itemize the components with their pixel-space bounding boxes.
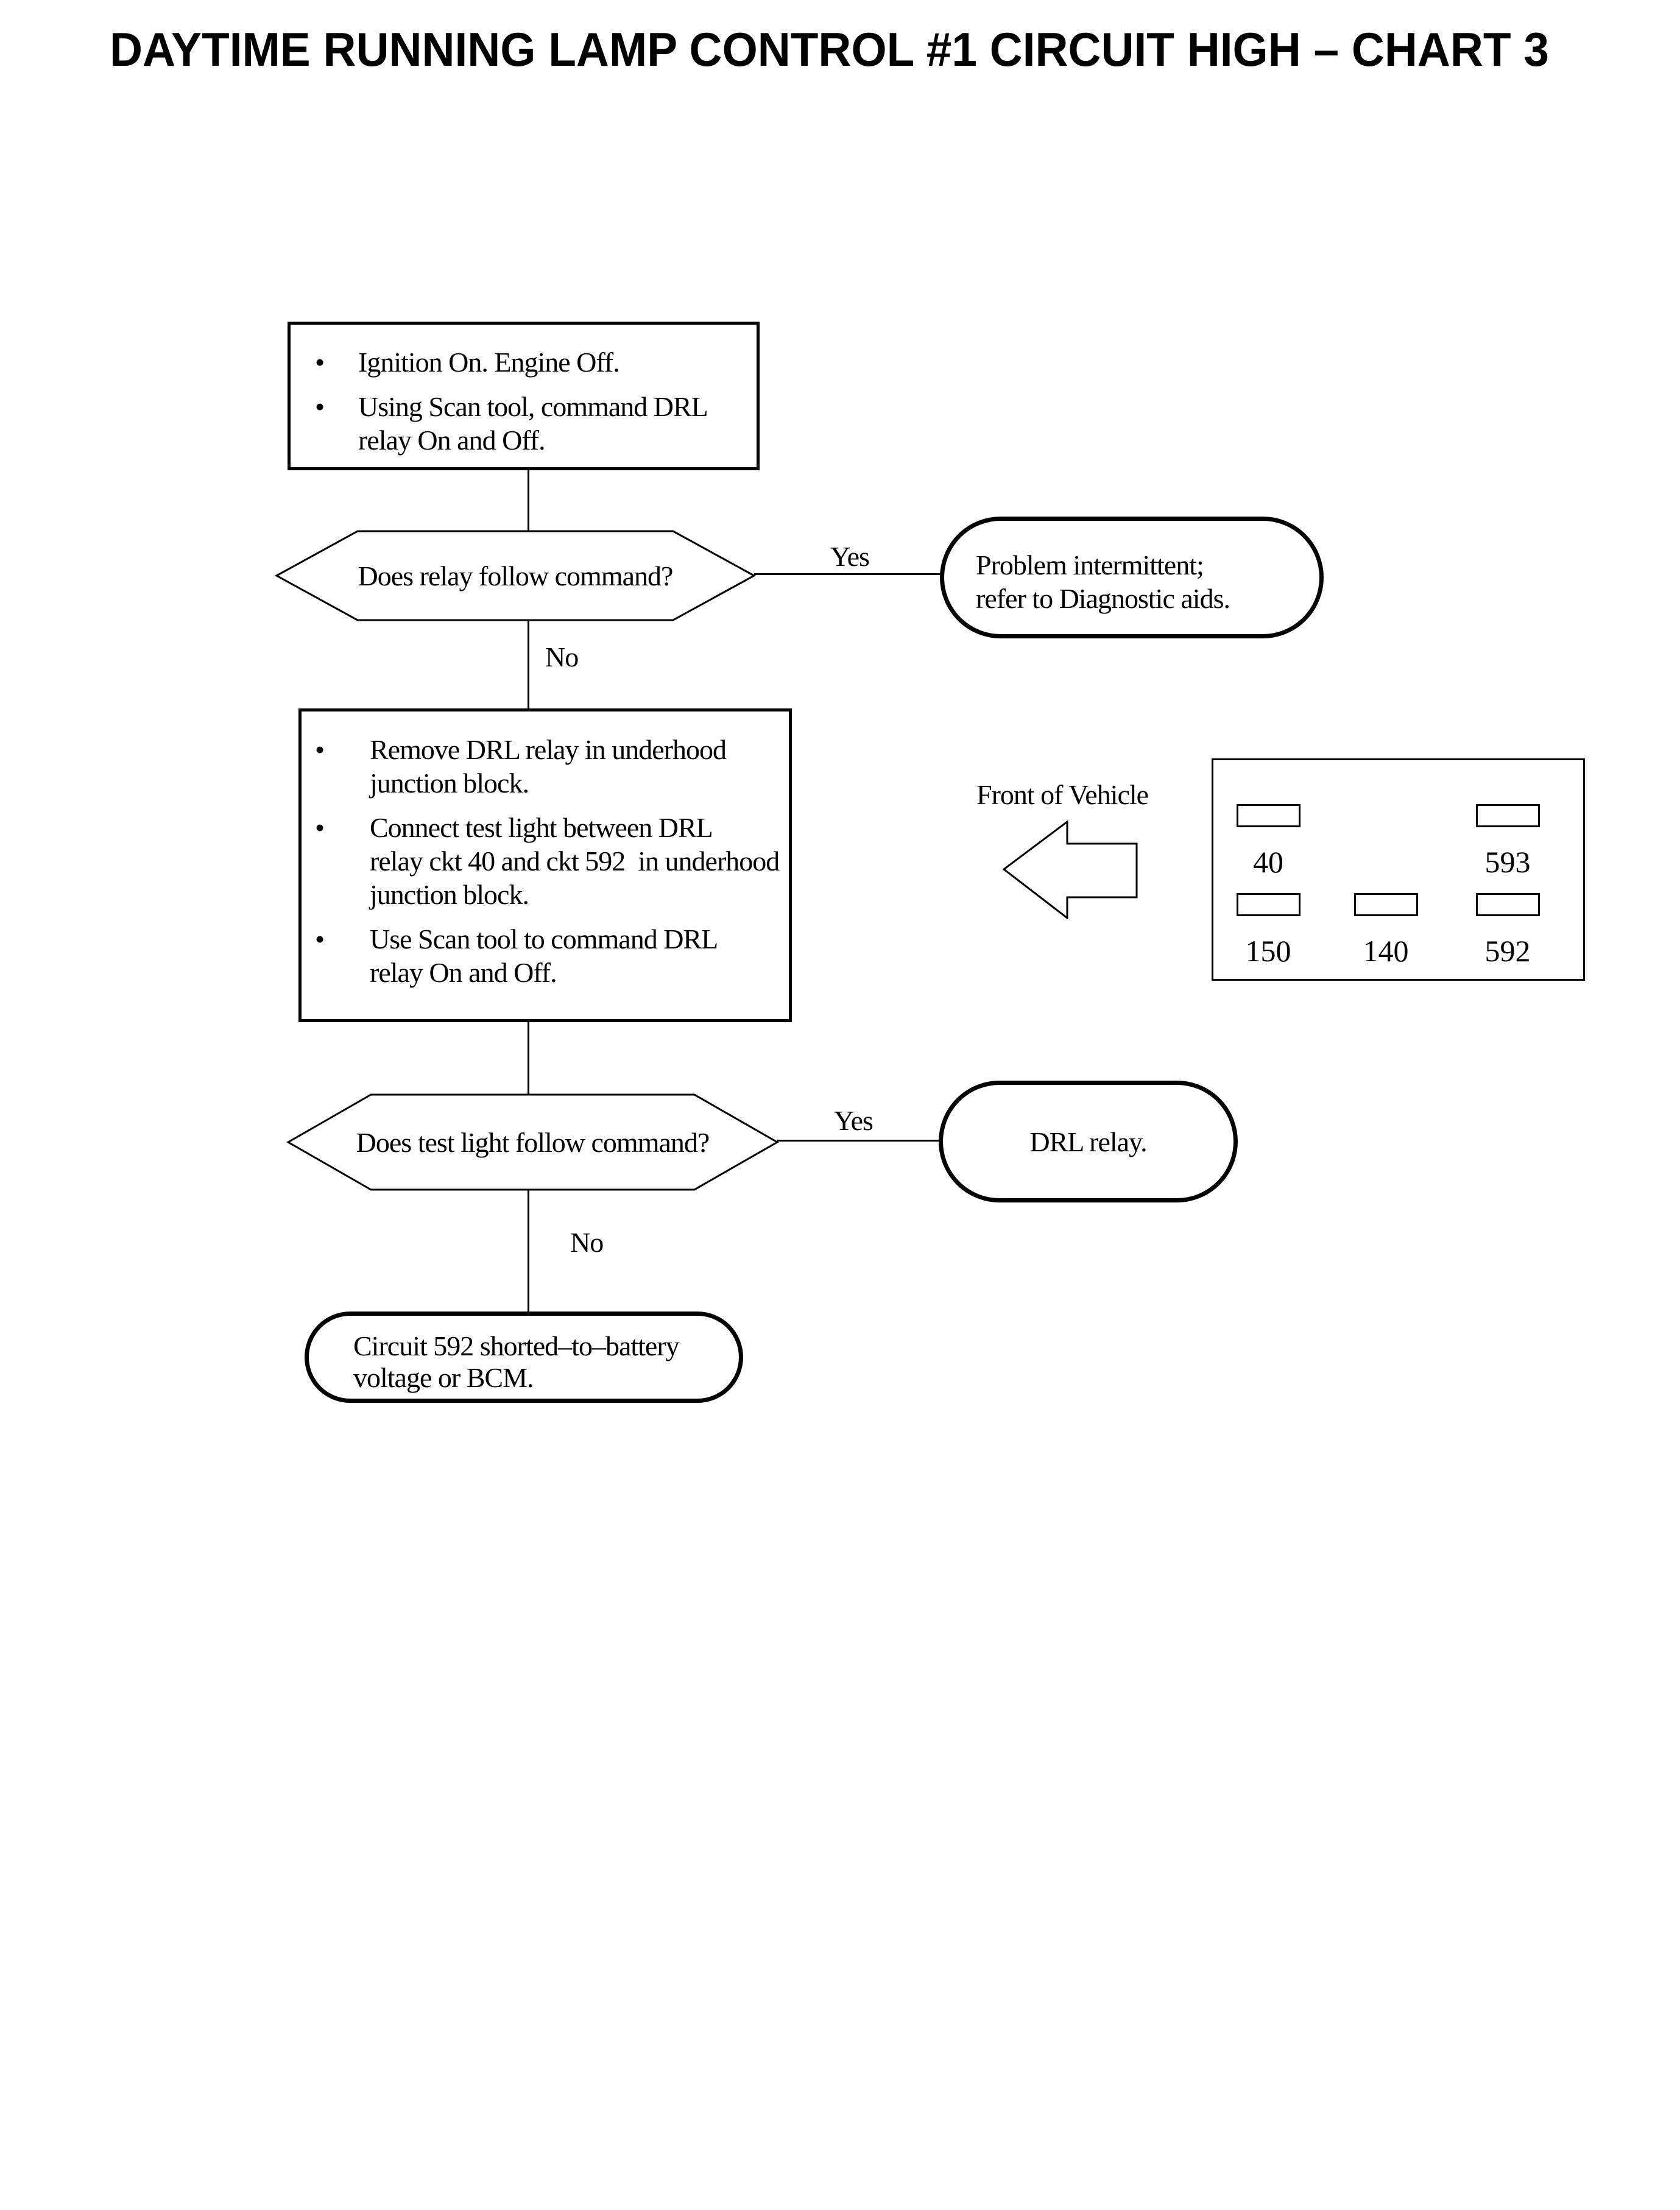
- pin-label-40: 40: [1253, 845, 1283, 879]
- bullet-glyph: •: [315, 391, 325, 422]
- outcome-circuit-592-shorted: Circuit 592 shorted–to–battery voltage o…: [305, 1312, 743, 1403]
- pin-label-150: 150: [1245, 934, 1291, 968]
- outcome-problem-intermittent: Problem intermittent; refer to Diagnosti…: [940, 517, 1324, 638]
- yes-label-1: Yes: [830, 541, 870, 572]
- step-box-1: • Ignition On. Engine Off. • Using Scan …: [288, 322, 760, 470]
- decision-hexagon-1: Does relay follow command?: [274, 530, 757, 621]
- bullet-glyph: •: [315, 734, 325, 765]
- page-title: DAYTIME RUNNING LAMP CONTROL #1 CIRCUIT …: [110, 23, 1549, 76]
- bullet-glyph: •: [315, 812, 325, 843]
- step-box-2: • Remove DRL relay in underhood junction…: [298, 708, 792, 1022]
- yes-line-1: [754, 573, 941, 575]
- list-item: • Connect test light between DRL relay c…: [302, 811, 789, 911]
- yes-label-2: Yes: [834, 1105, 874, 1136]
- step1-bullet2-text: Using Scan tool, command DRL relay On an…: [358, 391, 708, 456]
- decision1-question: Does relay follow command?: [358, 560, 674, 591]
- connector-line-vertical-4: [528, 1190, 529, 1312]
- bullet-glyph: •: [315, 347, 325, 378]
- hexagon-shape: [274, 530, 757, 621]
- hexagon-shape: [286, 1093, 780, 1191]
- list-item: • Using Scan tool, command DRL relay On …: [291, 390, 757, 457]
- relay-pin-592: [1476, 893, 1540, 916]
- pin-label-592: 592: [1484, 934, 1531, 968]
- no-label-2: No: [570, 1227, 604, 1258]
- front-of-vehicle-arrow-icon: [1002, 820, 1138, 920]
- no-label-1: No: [545, 641, 579, 673]
- bullet-glyph: •: [315, 923, 325, 955]
- relay-pin-150: [1237, 893, 1301, 916]
- decision-hexagon-2: Does test light follow command?: [286, 1093, 780, 1191]
- yes-line-2: [777, 1140, 939, 1142]
- relay-pin-140: [1354, 893, 1418, 916]
- list-item: • Remove DRL relay in underhood junction…: [302, 733, 789, 800]
- step2-bullet2-text: Connect test light between DRL relay ckt…: [370, 812, 780, 910]
- pin-label-140: 140: [1363, 934, 1409, 968]
- step1-bullet1-text: Ignition On. Engine Off.: [358, 347, 620, 378]
- relay-cavity-diagram: 40 593 150 140 592: [1212, 758, 1585, 981]
- connector-line-vertical-2: [528, 620, 529, 710]
- left-block-arrow-icon: [1002, 820, 1138, 920]
- front-of-vehicle-label: Front of Vehicle: [976, 779, 1149, 810]
- list-item: • Use Scan tool to command DRL relay On …: [302, 922, 789, 989]
- step2-bullet1-text: Remove DRL relay in underhood junction b…: [370, 734, 727, 799]
- pin-label-593: 593: [1484, 845, 1531, 879]
- relay-pin-40: [1237, 804, 1301, 827]
- relay-pin-593: [1476, 804, 1540, 827]
- connector-line-vertical-3: [528, 1021, 529, 1095]
- connector-line-vertical-1: [528, 469, 529, 532]
- list-item: • Ignition On. Engine Off.: [291, 345, 757, 379]
- decision2-question: Does test light follow command?: [356, 1126, 710, 1158]
- outcome-drl-relay: DRL relay.: [939, 1081, 1238, 1202]
- step2-bullet3-text: Use Scan tool to command DRL relay On an…: [370, 923, 718, 988]
